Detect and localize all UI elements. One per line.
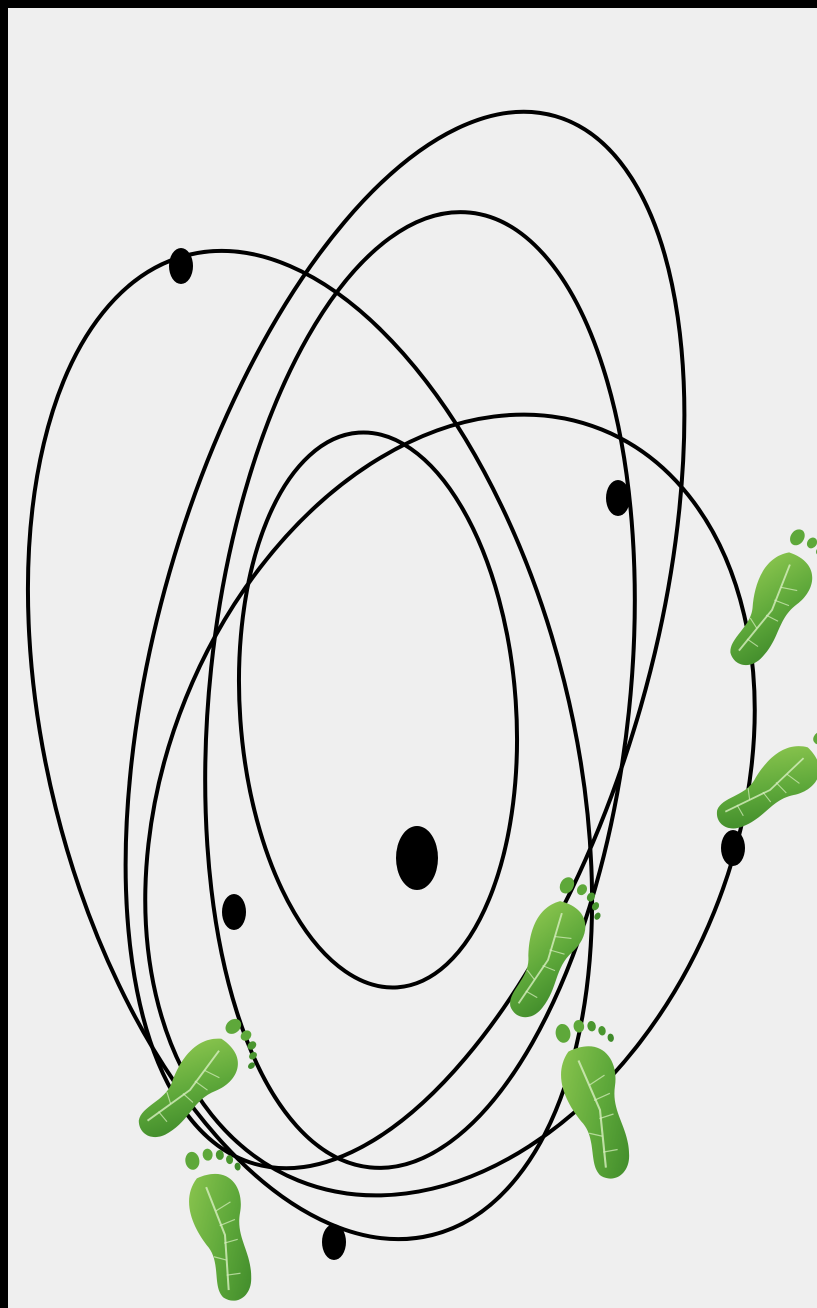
planet-dot-bottom [322, 1224, 346, 1260]
planet-dot-center [396, 826, 438, 890]
footprint-center-lower [551, 1014, 637, 1184]
footprint-right-mid [704, 726, 817, 839]
orbit-1 [8, 192, 686, 1299]
orbit-lines [8, 49, 817, 1299]
image-canvas [8, 8, 817, 1308]
orbit-5 [221, 423, 535, 997]
planet-dot-left-lower [222, 894, 246, 930]
planet-dot-right-lower [721, 830, 745, 866]
orbit-4 [34, 323, 817, 1288]
footprint-right-top [711, 524, 817, 675]
planet-dot-top-left [169, 248, 193, 284]
planet-dot-right-upper [606, 480, 630, 516]
orbits-and-footprints-illustration [8, 8, 817, 1308]
planet-dots [169, 248, 745, 1260]
